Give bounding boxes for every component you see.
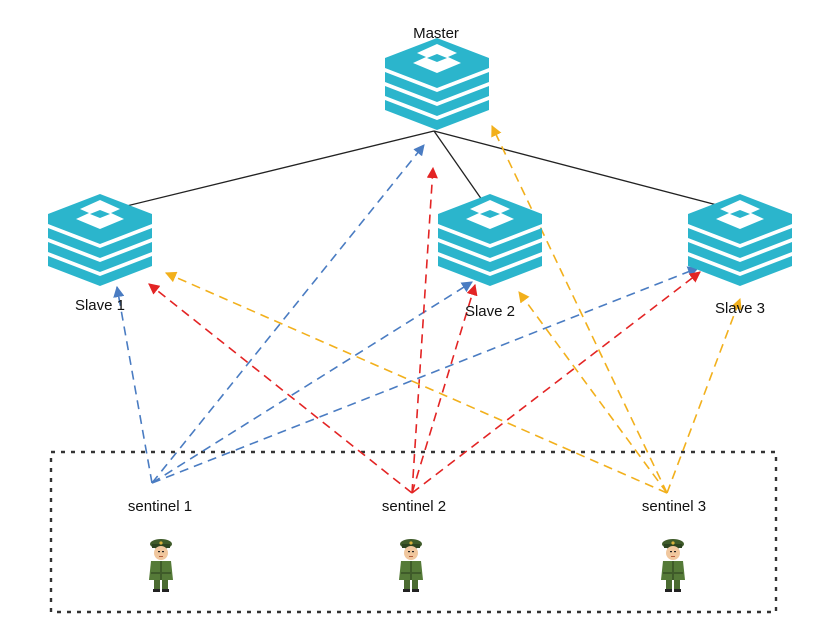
sentinel2-to-slave3-link [411, 271, 701, 494]
master-to-slave2-link [433, 130, 490, 211]
sentinel3-to-slave2-link [518, 291, 668, 494]
sentinel1-to-slave2-link [151, 281, 473, 484]
redis-server-icon [438, 194, 542, 286]
sentinel-node-1: sentinel 1 [128, 498, 192, 592]
master-label: Master [413, 25, 459, 42]
soldier-icon [149, 539, 173, 592]
sentinel3-to-slave1-link [164, 271, 668, 494]
sentinel-node-2: sentinel 2 [382, 498, 446, 592]
sentinel2-to-master-link [411, 166, 438, 494]
sentinel3-to-slave3-link [666, 297, 742, 494]
sentinel3-to-master-link [491, 124, 668, 494]
replication-links [105, 130, 741, 214]
redis-server-icon [385, 38, 489, 130]
master-node: Master [385, 25, 489, 130]
sentinel-3-links [164, 124, 742, 494]
sentinel-2-label: sentinel 2 [382, 498, 446, 515]
sentinel-3-label: sentinel 3 [642, 498, 706, 515]
redis-server-icon [48, 194, 152, 286]
slave-1-label: Slave 1 [75, 297, 125, 314]
sentinel-group-boundary [49, 450, 778, 614]
slave-3-label: Slave 3 [715, 300, 765, 317]
sentinel2-to-slave1-link [148, 283, 413, 494]
sentinel-node-3: sentinel 3 [642, 498, 706, 592]
sentinel1-to-slave1-link [113, 285, 153, 484]
sentinel1-to-slave3-link [151, 266, 700, 484]
sentinel2-to-slave2-link [411, 283, 478, 494]
slave-node-2: Slave 2 [438, 194, 542, 320]
sentinel1-to-master-link [151, 144, 425, 484]
slave-2-label: Slave 2 [465, 303, 515, 320]
sentinel-1-label: sentinel 1 [128, 498, 192, 515]
slave-node-3: Slave 3 [688, 194, 792, 317]
sentinel-2-links [148, 166, 701, 494]
soldier-icon [399, 539, 423, 592]
redis-server-icon [688, 194, 792, 286]
slave-node-1: Slave 1 [48, 194, 152, 314]
soldier-icon [661, 539, 685, 592]
master-to-slave3-link [433, 130, 741, 214]
master-to-slave1-link [105, 130, 435, 214]
sentinel-1-links [113, 144, 700, 484]
